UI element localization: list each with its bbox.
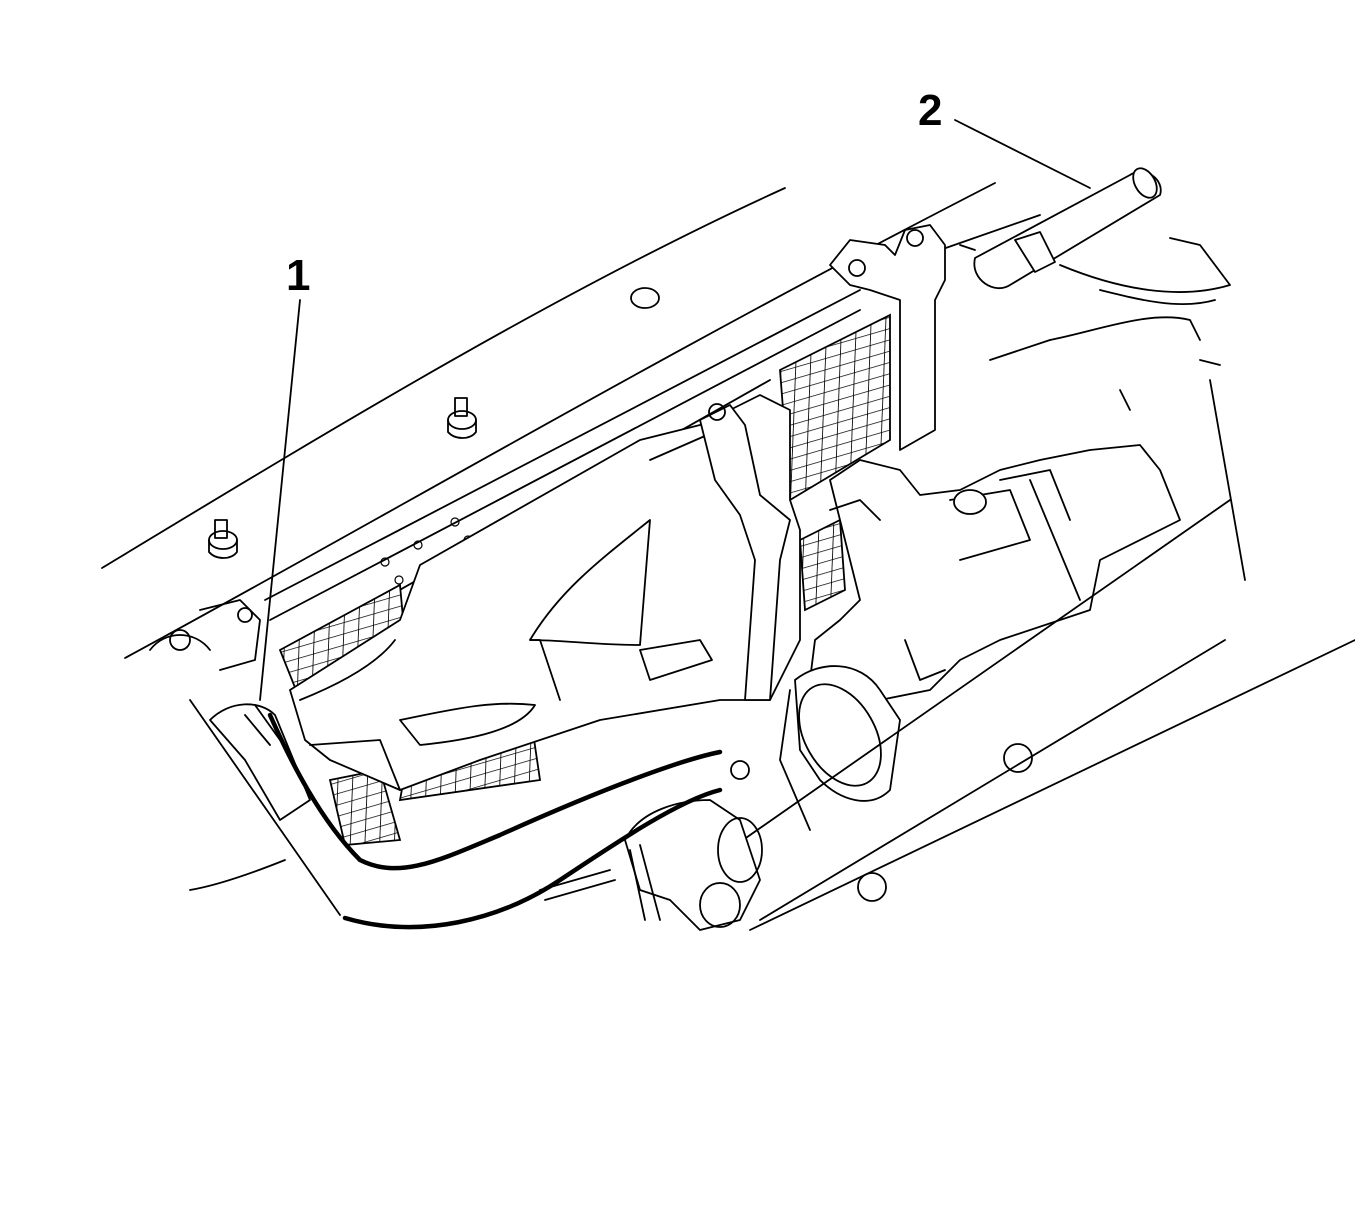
radiator-bracket — [829, 224, 946, 451]
callout-leaders — [259, 119, 1091, 701]
engine-side-panel — [699, 359, 1355, 931]
hose-1 — [209, 703, 723, 930]
stud-icon — [208, 287, 660, 559]
callout-1-label: 1 — [286, 251, 310, 300]
fan-shroud — [289, 394, 801, 791]
fan-mount-strap — [699, 403, 791, 701]
lower-hose-fittings — [539, 760, 763, 931]
intake-duct — [779, 665, 901, 831]
callout-2-label: 2 — [918, 86, 942, 135]
hose-2 — [959, 167, 1231, 411]
fan-motor — [809, 444, 1181, 701]
callout-2-leader — [954, 119, 1091, 189]
left-lower-mounts — [149, 599, 261, 671]
callout-1-leader — [259, 299, 301, 701]
